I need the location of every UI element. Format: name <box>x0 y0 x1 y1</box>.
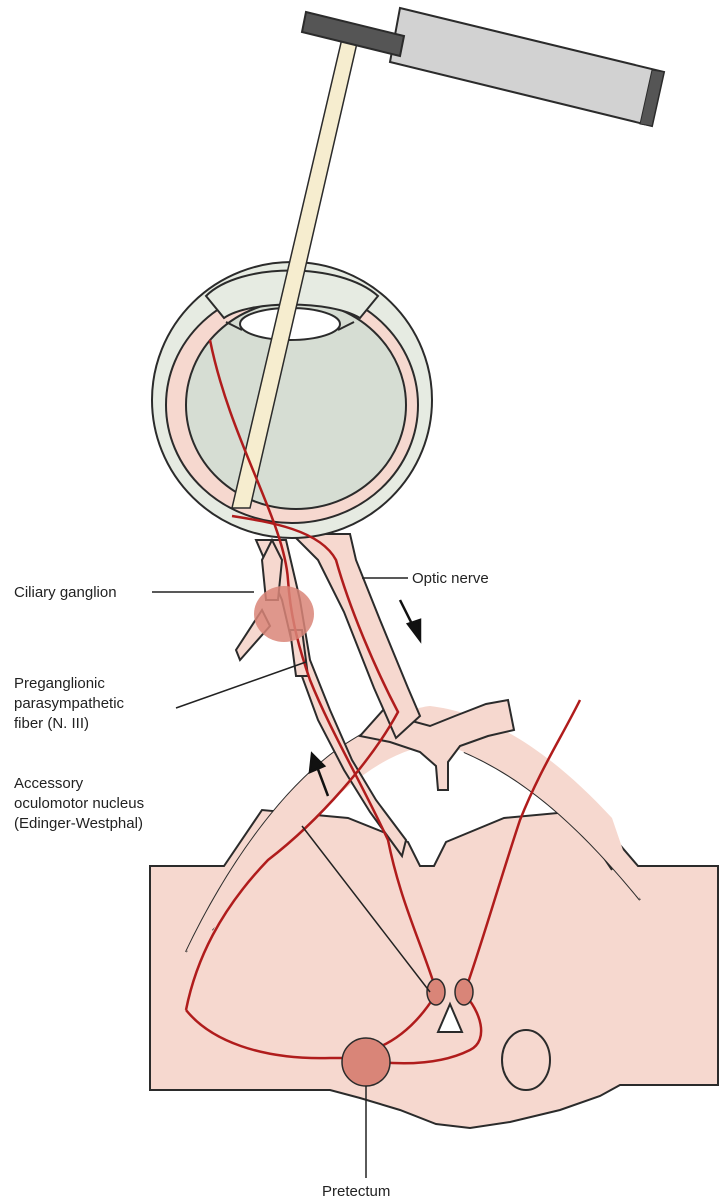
ew-nucleus-right <box>455 979 473 1005</box>
penlight <box>302 8 664 126</box>
afferent-arrowhead <box>408 620 420 640</box>
accessory-label-line2: oculomotor nucleus <box>14 795 144 812</box>
optic-nerve-label: Optic nerve <box>412 570 489 587</box>
preganglionic-label-line1: Preganglionic <box>14 675 105 692</box>
accessory-label-line1: Accessory <box>14 775 84 792</box>
leader-preganglionic <box>176 662 306 708</box>
preganglionic-label-line2: parasympathetic <box>14 695 125 712</box>
pretectum-node <box>342 1038 390 1086</box>
midbrain-section <box>150 810 718 1128</box>
pretectum-label: Pretectum <box>322 1183 390 1200</box>
optic-nerve-body <box>292 534 420 738</box>
preganglionic-label-line3: fiber (N. III) <box>14 715 89 732</box>
accessory-label-line3: (Edinger-Westphal) <box>14 815 143 832</box>
ciliary-ganglion-node <box>254 586 314 642</box>
right-pretectum-outline <box>502 1030 550 1090</box>
ciliary-ganglion-label: Ciliary ganglion <box>14 584 117 601</box>
penlight-body <box>390 8 664 126</box>
